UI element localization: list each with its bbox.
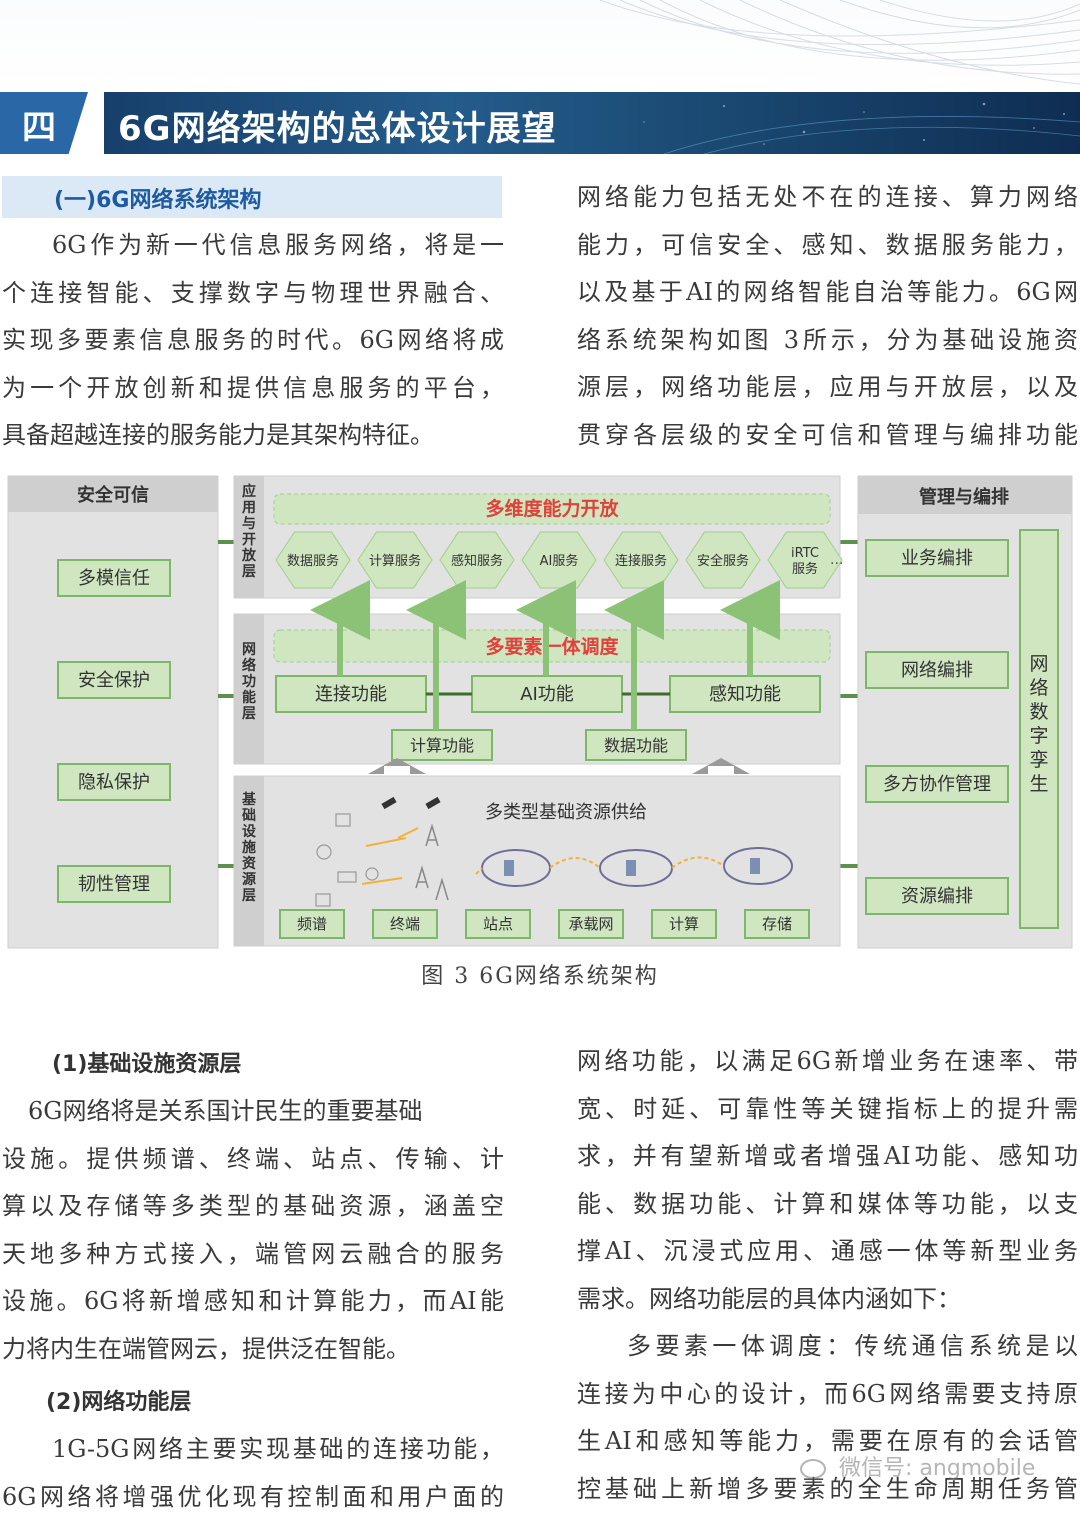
subsection-func-heading: (2)网络功能层 xyxy=(46,1384,191,1416)
text-line: 求，并有望新增或者增强AI功能、感知功 xyxy=(577,1133,1078,1181)
section-number: 四 xyxy=(22,100,56,149)
text-line: 天地多种方式接入，端管网云融合的服务 xyxy=(2,1231,504,1279)
infra-item-label: 站点 xyxy=(483,915,513,933)
column1-paragraph: 6G作为新一代信息服务网络，将是一 个连接智能、支撑数字与物理世界融合、 实现多… xyxy=(2,222,504,460)
section-title: 6G网络架构的总体设计展望 xyxy=(118,101,557,150)
text-line: 个连接智能、支撑数字与物理世界融合、 xyxy=(2,270,504,318)
column2-paragraph2: 网络功能，以满足6G新增业务在速率、带 宽、时延、可靠性等关键指标上的提升需 求… xyxy=(577,1038,1078,1323)
service-label: 数据服务 xyxy=(287,553,339,569)
func-layer-label: 网络功能层 xyxy=(242,642,256,722)
text-line: 以及基于AI的网络智能自治等能力。6G网 xyxy=(577,269,1078,317)
text-line: 6G网络将是关系国计民生的重要基础 xyxy=(2,1088,504,1136)
text-line: 宽、时延、可靠性等关键指标上的提升需 xyxy=(577,1086,1078,1134)
infra-item-label: 承载网 xyxy=(568,915,613,933)
text-line: 1G-5G网络主要实现基础的连接功能， xyxy=(2,1426,504,1474)
text-line: 设施。提供频谱、终端、站点、传输、计 xyxy=(2,1136,504,1184)
text-line: 需求。网络功能层的具体内涵如下： xyxy=(577,1276,1078,1324)
infra-item-label: 存储 xyxy=(762,915,792,933)
service-label: 安全服务 xyxy=(697,553,749,569)
function-data: 数据功能 xyxy=(604,736,668,755)
wechat-watermark: 微信号: angmobile xyxy=(800,1450,1035,1482)
text-line: 源层，网络功能层，应用与开放层，以及 xyxy=(577,364,1078,412)
text-line: 实现多要素信息服务的时代。6G网络将成 xyxy=(2,317,504,365)
wechat-icon xyxy=(800,1459,826,1479)
text-line: 网络功能，以满足6G新增业务在速率、带 xyxy=(577,1038,1078,1086)
text-line: 撑AI、沉浸式应用、通感一体等新型业务 xyxy=(577,1228,1078,1276)
function-compute: 计算功能 xyxy=(410,736,474,755)
watermark-text: 微信号: angmobile xyxy=(839,1456,1035,1481)
wave-lines-decoration xyxy=(0,0,1080,90)
subsection-heading-box: (一)6G网络系统架构 xyxy=(2,176,502,218)
management-item-service: 业务编排 xyxy=(901,548,973,569)
infra-item-label: 频谱 xyxy=(297,915,327,933)
service-label: 计算服务 xyxy=(369,553,421,569)
text-line: 算以及存储等多类型的基础资源，涵盖空 xyxy=(2,1183,504,1231)
infra-item-label: 终端 xyxy=(390,915,420,933)
architecture-diagram: 安全可信 多模信任 安全保护 隐私保护 韧性管理 应用与开放层 多维度能力开放 … xyxy=(6,474,1076,952)
text-line: 具备超越连接的服务能力是其架构特征。 xyxy=(2,412,504,460)
top-decoration xyxy=(0,0,1080,90)
figure-caption: 图 3 6G网络系统架构 xyxy=(0,958,1080,990)
app-layer-banner-text: 多维度能力开放 xyxy=(485,497,619,520)
text-line: 6G作为新一代信息服务网络，将是一 xyxy=(2,222,504,270)
text-line: 设施。6G将新增感知和计算能力，而AI能 xyxy=(2,1278,504,1326)
subsection-title: (一)6G网络系统架构 xyxy=(54,182,261,214)
security-item-multimodal-trust: 多模信任 xyxy=(78,568,150,589)
service-label: AI服务 xyxy=(540,553,579,569)
section-banner: 6G网络架构的总体设计展望 xyxy=(104,92,1080,154)
text-line: 为一个开放创新和提供信息服务的平台， xyxy=(2,365,504,413)
section-number-badge: 四 xyxy=(0,92,88,154)
text-line: 多要素一体调度：传统通信系统是以 xyxy=(577,1323,1078,1371)
infra-layer-title: 多类型基础资源供给 xyxy=(485,802,647,823)
service-label: 感知服务 xyxy=(451,553,503,569)
text-line: 6G网络将增强优化现有控制面和用户面的 xyxy=(2,1474,504,1521)
subsection-infra-heading: (1)基础设施资源层 xyxy=(52,1046,241,1078)
architecture-diagram-svg: 安全可信 多模信任 安全保护 隐私保护 韧性管理 应用与开放层 多维度能力开放 … xyxy=(6,474,1076,952)
security-title: 安全可信 xyxy=(77,484,149,506)
column1-paragraph2: 6G网络将是关系国计民生的重要基础 设施。提供频谱、终端、站点、传输、计 算以及… xyxy=(2,1088,504,1373)
text-line: 能、数据功能、计算和媒体等功能，以支 xyxy=(577,1181,1078,1229)
text-line: 络系统架构如图 3所示，分为基础设施资 xyxy=(577,317,1078,365)
management-title: 管理与编排 xyxy=(919,486,1009,508)
app-layer-label: 应用与开放层 xyxy=(241,483,257,580)
text-line: 力将内生在端管网云，提供泛在智能。 xyxy=(2,1326,504,1374)
infra-layer-label: 基础设施资源层 xyxy=(242,791,257,904)
service-label: 连接服务 xyxy=(615,553,667,569)
left-connectors xyxy=(218,542,234,866)
text-line: 网络能力包括无处不在的连接、算力网络 xyxy=(577,174,1078,222)
management-item-network: 网络编排 xyxy=(901,660,973,681)
text-line: 贯穿各层级的安全可信和管理与编排功能 xyxy=(577,412,1078,460)
security-item-privacy: 隐私保护 xyxy=(78,772,150,793)
management-item-resource: 资源编排 xyxy=(901,886,973,907)
function-sensing: 感知功能 xyxy=(709,684,781,705)
text-line: 能力，可信安全、感知、数据服务能力， xyxy=(577,222,1078,270)
column2-paragraph3: 多要素一体调度：传统通信系统是以 连接为中心的设计，而6G网络需要支持原 生AI… xyxy=(577,1323,1078,1513)
column1-paragraph3: 1G-5G网络主要实现基础的连接功能， 6G网络将增强优化现有控制面和用户面的 xyxy=(2,1426,504,1521)
func-layer-banner-text: 多要素一体调度 xyxy=(485,635,619,658)
column2-paragraph: 网络能力包括无处不在的连接、算力网络 能力，可信安全、感知、数据服务能力， 以及… xyxy=(577,174,1078,459)
management-item-collab: 多方协作管理 xyxy=(883,774,991,795)
services-ellipsis: ... xyxy=(830,552,843,568)
function-ai: AI功能 xyxy=(520,684,574,705)
infra-item-label: 计算 xyxy=(669,915,699,933)
text-line: 连接为中心的设计，而6G网络需要支持原 xyxy=(577,1371,1078,1419)
function-connect: 连接功能 xyxy=(315,684,387,705)
security-item-protection: 安全保护 xyxy=(78,670,150,691)
security-item-resilience: 韧性管理 xyxy=(78,874,150,895)
right-connectors xyxy=(840,542,858,866)
